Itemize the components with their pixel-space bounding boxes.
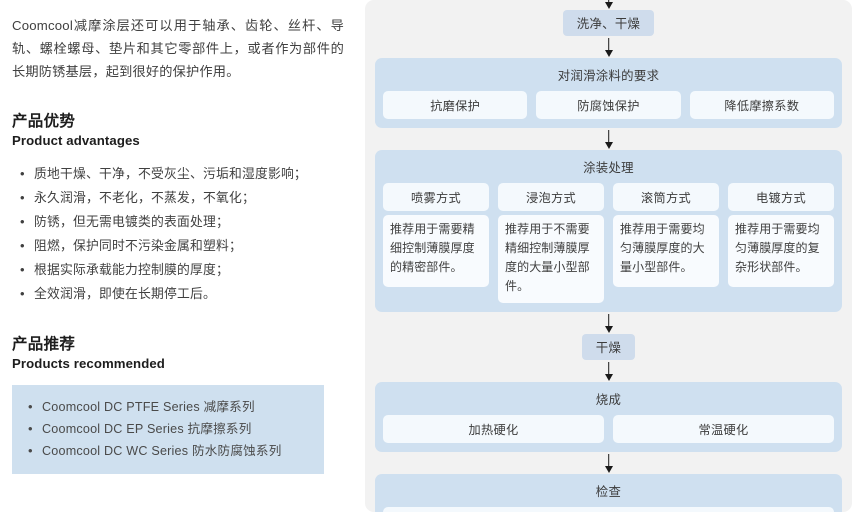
- list-item: 永久润滑，不老化，不蒸发，不氧化；: [12, 186, 344, 210]
- requirement-chip: 降低摩擦系数: [689, 91, 834, 119]
- firing-title: 烧成: [595, 393, 622, 407]
- coating-method-name: 喷雾方式: [383, 183, 489, 211]
- flow-arrow-icon: [375, 312, 842, 334]
- flow-step-requirements: 对润滑涂料的要求 抗磨保护 防腐蚀保护 降低摩擦系数: [375, 58, 842, 128]
- products-list: Coomcool DC PTFE Series 减摩系列 Coomcool DC…: [12, 396, 324, 462]
- coating-method: 滚筒方式 推荐用于需要均匀薄膜厚度的大量小型部件。: [613, 183, 719, 303]
- flow-step-drying: 干燥: [581, 334, 636, 360]
- flow-step-clean-dry: 洗净、干燥: [562, 10, 655, 36]
- flow-arrow-icon: [375, 452, 842, 474]
- list-item[interactable]: Coomcool DC EP Series 抗摩擦系列: [12, 418, 324, 440]
- firing-chip-row: 加热硬化 常温硬化: [383, 415, 834, 443]
- coating-method-name: 浸泡方式: [498, 183, 604, 211]
- requirements-chip-row: 抗磨保护 防腐蚀保护 降低摩擦系数: [383, 91, 834, 119]
- list-item: 全效润滑，即使在长期停工后。: [12, 282, 344, 306]
- flow-arrow-icon: [375, 36, 842, 58]
- coating-method: 电镀方式 推荐用于需要均匀薄膜厚度的复杂形状部件。: [728, 183, 834, 303]
- advantages-list: 质地干燥、干净，不受灰尘、污垢和湿度影响； 永久润滑，不老化，不蒸发，不氧化； …: [12, 162, 344, 306]
- coating-method-description: 推荐用于不需要精细控制薄膜厚度的大量小型部件。: [498, 215, 604, 303]
- list-item: 阻燃，保护同时不污染金属和塑料；: [12, 234, 344, 258]
- firing-chip: 加热硬化: [383, 415, 604, 443]
- advantages-title-cn: 产品优势: [12, 113, 76, 130]
- requirement-chip: 防腐蚀保护: [536, 91, 681, 119]
- process-flowchart-panel: 洗净、干燥 对润滑涂料的要求 抗磨保护 防腐蚀保护 降低摩擦系数 涂装处理 喷雾…: [365, 0, 852, 512]
- flowchart-content: 洗净、干燥 对润滑涂料的要求 抗磨保护 防腐蚀保护 降低摩擦系数 涂装处理 喷雾…: [375, 0, 842, 512]
- firing-chip: 常温硬化: [613, 415, 834, 443]
- coating-method-description: 推荐用于需要均匀薄膜厚度的复杂形状部件。: [728, 215, 834, 287]
- coating-method: 浸泡方式 推荐用于不需要精细控制薄膜厚度的大量小型部件。: [498, 183, 604, 303]
- products-title-en: Products recommended: [12, 356, 165, 371]
- flow-arrow-icon: [375, 0, 842, 10]
- coating-title: 涂装处理: [583, 161, 634, 175]
- list-item[interactable]: Coomcool DC PTFE Series 减摩系列: [12, 396, 324, 418]
- coating-method-name: 电镀方式: [728, 183, 834, 211]
- requirements-title: 对润滑涂料的要求: [557, 69, 660, 83]
- coating-method-row: 喷雾方式 推荐用于需要精细控制薄膜厚度的精密部件。 浸泡方式 推荐用于不需要精细…: [383, 183, 834, 303]
- flow-step-inspection: 检查 根据要求来检查，例如涂层的外观，厚度，粘合性和硬度等。: [375, 474, 842, 512]
- requirement-chip: 抗磨保护: [383, 91, 528, 119]
- coating-method-description: 推荐用于需要精细控制薄膜厚度的精密部件。: [383, 215, 489, 287]
- inspection-description: 根据要求来检查，例如涂层的外观，厚度，粘合性和硬度等。: [383, 507, 834, 512]
- intro-paragraph: Coomcool减摩涂层还可以用于轴承、齿轮、丝杆、导轨、螺栓螺母、垫片和其它零…: [12, 18, 344, 79]
- products-recommended-box: Coomcool DC PTFE Series 减摩系列 Coomcool DC…: [12, 385, 324, 474]
- coating-method-name: 滚筒方式: [613, 183, 719, 211]
- products-title-cn: 产品推荐: [12, 336, 76, 353]
- flow-arrow-icon: [375, 128, 842, 150]
- coating-method-description: 推荐用于需要均匀薄膜厚度的大量小型部件。: [613, 215, 719, 287]
- advantages-title-en: Product advantages: [12, 133, 140, 148]
- list-item[interactable]: Coomcool DC WC Series 防水防腐蚀系列: [12, 440, 324, 462]
- flow-step-coating-treatment: 涂装处理 喷雾方式 推荐用于需要精细控制薄膜厚度的精密部件。 浸泡方式 推荐用于…: [375, 150, 842, 312]
- list-item: 根据实际承载能力控制膜的厚度；: [12, 258, 344, 282]
- product-info-column: Coomcool减摩涂层还可以用于轴承、齿轮、丝杆、导轨、螺栓螺母、垫片和其它零…: [0, 0, 356, 518]
- inspection-title: 检查: [595, 485, 622, 499]
- list-item: 质地干燥、干净，不受灰尘、污垢和湿度影响；: [12, 162, 344, 186]
- coating-method: 喷雾方式 推荐用于需要精细控制薄膜厚度的精密部件。: [383, 183, 489, 303]
- flow-arrow-icon: [375, 360, 842, 382]
- list-item: 防锈，但无需电镀类的表面处理；: [12, 210, 344, 234]
- flow-step-firing: 烧成 加热硬化 常温硬化: [375, 382, 842, 452]
